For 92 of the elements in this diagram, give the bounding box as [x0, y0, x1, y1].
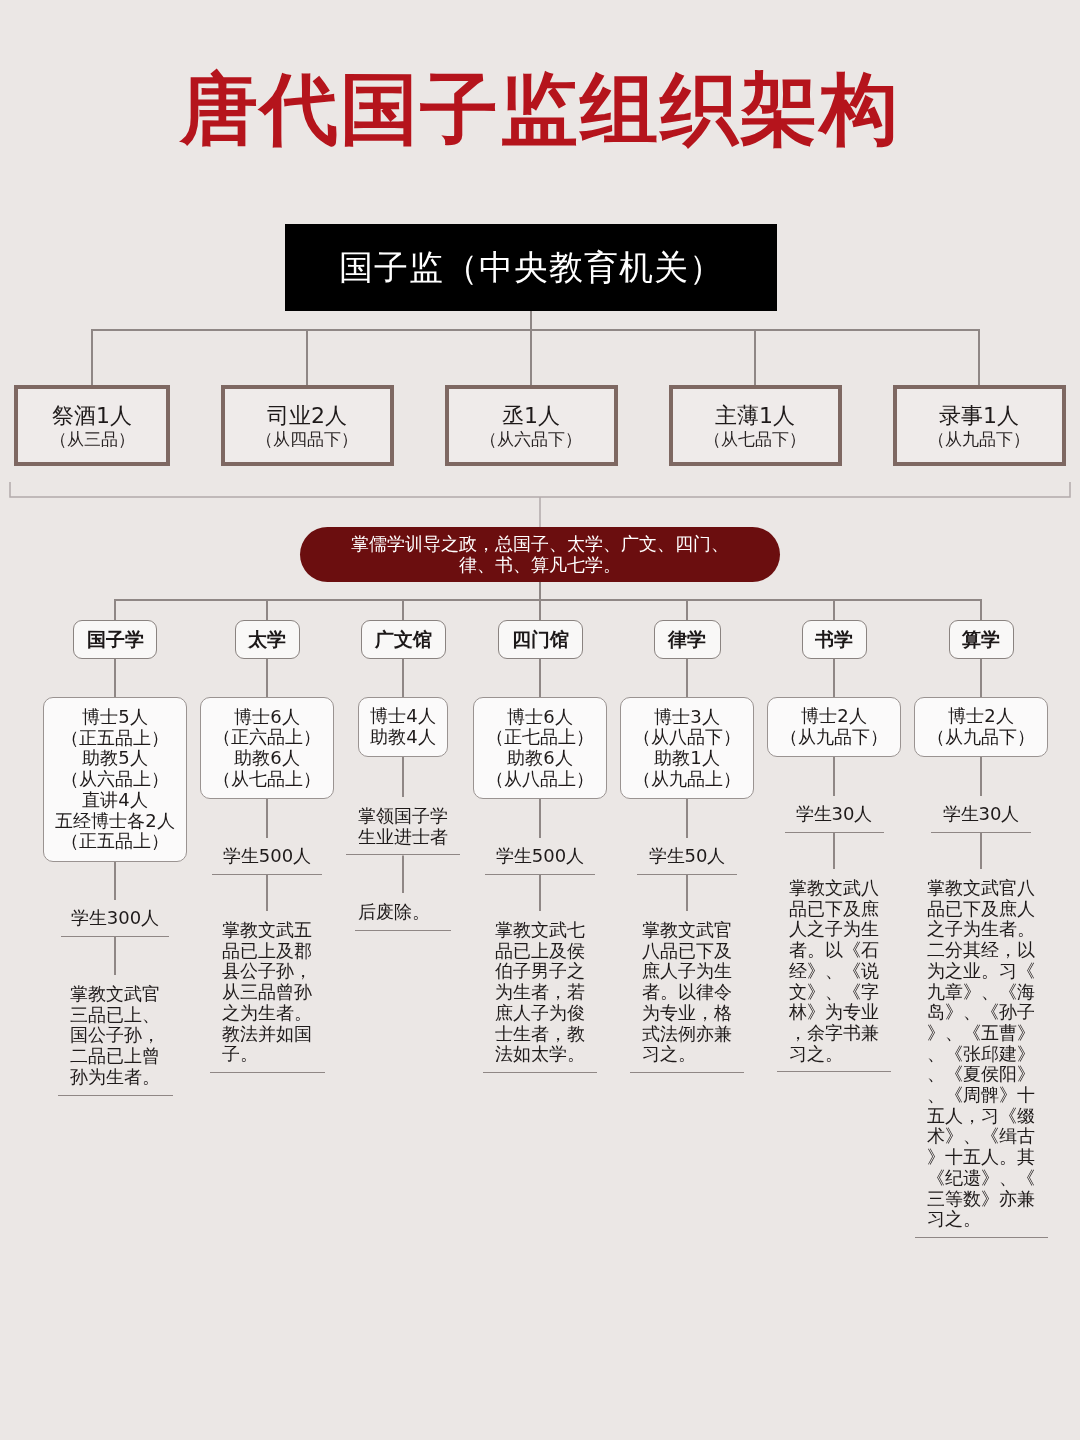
student-count: 学生30人: [931, 796, 1031, 833]
connector-line: [266, 798, 268, 839]
agency-box: 国子监（中央教育机关）: [285, 224, 777, 311]
staff-entry: 博士6人: [507, 706, 573, 728]
connector-line: [402, 756, 404, 798]
staff-entry: 博士2人: [948, 706, 1014, 727]
student-count: 学生300人: [61, 900, 169, 937]
student-count: 学生500人: [485, 838, 595, 875]
connector-line: [980, 832, 982, 870]
school-tab: 四门馆: [497, 620, 583, 659]
school-tab: 算学: [948, 620, 1014, 659]
office-title: 祭酒1人: [52, 402, 132, 429]
staff-box: [200, 697, 334, 799]
description-text: 掌教文武七品已上及侯伯子男子之为生者，若庶人子为俊士生者，教法如太学。: [483, 911, 597, 1073]
staff-box: [43, 697, 187, 862]
student-count: 学生500人: [212, 838, 322, 875]
description-text: 掌领国子学生业进士者: [346, 797, 460, 856]
student-count: 学生50人: [637, 838, 737, 875]
connector-line: [833, 832, 835, 870]
staff-entry: 博士2人: [801, 706, 867, 727]
staff-box: [767, 697, 901, 757]
description-text: 后废除。: [355, 893, 451, 931]
connector-line: [833, 658, 835, 698]
school-tab: 广文馆: [360, 620, 446, 659]
staff-entry: 博士6人: [234, 706, 300, 728]
connector-line: [114, 861, 116, 901]
connector-line: [539, 798, 541, 839]
staff-entry: （从九品下）: [780, 727, 888, 748]
rank-label: （从九品下）: [928, 428, 1030, 449]
staff-box: [358, 697, 448, 757]
description-text: 掌教文武官三品已上、国公子孙，二品已上曾孙为生者。: [57, 975, 173, 1096]
staff-entry: （正五品上）: [61, 831, 169, 852]
staff-entry: 助教4人: [370, 727, 436, 748]
office-box: [668, 385, 842, 466]
description-text: 掌教文武官八品已下及庶人之子为生者。二分其经，以为之业。习《九章》、《海岛》、《孙子》、《五曹》、《张邱建》、《夏侯阳》、《周髀》十五人，习《缀术》、《缉古》十五人。其《纪遗》、《三等数》亦兼习之。: [914, 869, 1048, 1238]
staff-entry: 博士3人: [654, 706, 720, 728]
office-title: 主薄1人: [715, 402, 795, 429]
connector-line: [980, 658, 982, 698]
office-title: 录事1人: [939, 402, 1019, 429]
school-tab: 太学: [234, 620, 300, 659]
connector-line: [980, 756, 982, 797]
page-title: 唐代国子监组织架构: [180, 62, 900, 156]
description-text: 掌教文武八品已下及庶人之子为生者。以《石经》、《说文》、《字林》为专业，余字书兼习之。: [777, 869, 891, 1073]
rank-label: （从三品）: [49, 428, 135, 449]
description-text: 掌教文武五品已上及郡县公子孙，从三品曾孙之为生者。教法并如国子。: [209, 911, 325, 1073]
student-count: 学生30人: [784, 796, 884, 833]
staff-entry: 博士4人: [370, 706, 436, 727]
staff-entry: 助教5人: [82, 748, 148, 770]
staff-entry: （从六品上）: [61, 769, 169, 790]
school-tab: 律学: [653, 620, 721, 659]
rank-label: （从七品下）: [704, 428, 806, 449]
staff-entry: 助教6人: [234, 748, 300, 769]
staff-entry: （从九品上）: [633, 768, 741, 790]
office-box: [892, 385, 1066, 466]
connector-line: [539, 874, 541, 912]
office-title: 丞1人: [502, 402, 560, 429]
staff-entry: 助教6人: [507, 748, 573, 769]
staff-box: [473, 697, 607, 799]
office-box: [14, 385, 170, 466]
staff-entry: （从七品上）: [213, 768, 321, 790]
connector-line: [686, 798, 688, 839]
connector-line: [833, 756, 835, 797]
connector-line: [266, 874, 268, 912]
connector-line: [686, 658, 688, 698]
staff-entry: （从八品上）: [486, 768, 594, 790]
staff-entry: （正六品上）: [213, 727, 321, 748]
staff-entry: （正五品上）: [61, 727, 169, 749]
office-title: 司业2人: [267, 402, 347, 429]
staff-box: [620, 697, 754, 799]
staff-entry: 博士5人: [82, 707, 148, 728]
office-box: [444, 385, 618, 466]
staff-box: [914, 697, 1048, 757]
connector-line: [114, 658, 116, 698]
staff-entry: 助教1人: [654, 748, 720, 769]
connector-line: [402, 854, 404, 894]
description-text: 掌教文武官八品已下及庶人子为生者。以律令为专业，格式法例亦兼习之。: [630, 911, 744, 1073]
rank-label: （从六品下）: [480, 428, 582, 449]
connector-line: [402, 658, 404, 698]
connector-line: [266, 658, 268, 698]
staff-entry: 五经博士各2人: [55, 810, 175, 832]
staff-entry: （从八品下）: [633, 727, 741, 748]
rank-label: （从四品下）: [256, 428, 358, 449]
connector-line: [114, 936, 116, 976]
school-tab: 国子学: [73, 620, 157, 659]
connector-line: [539, 658, 541, 698]
staff-entry: （正七品上）: [486, 727, 594, 748]
office-box: [220, 385, 394, 466]
staff-entry: （从九品下）: [927, 727, 1035, 748]
staff-entry: 直讲4人: [82, 789, 148, 811]
connector-line: [686, 874, 688, 912]
school-tab: 书学: [801, 620, 867, 659]
duty-banner: 掌儒学训导之政，总国子、太学、广文、四门、律、书、算凡七学。: [300, 527, 780, 582]
